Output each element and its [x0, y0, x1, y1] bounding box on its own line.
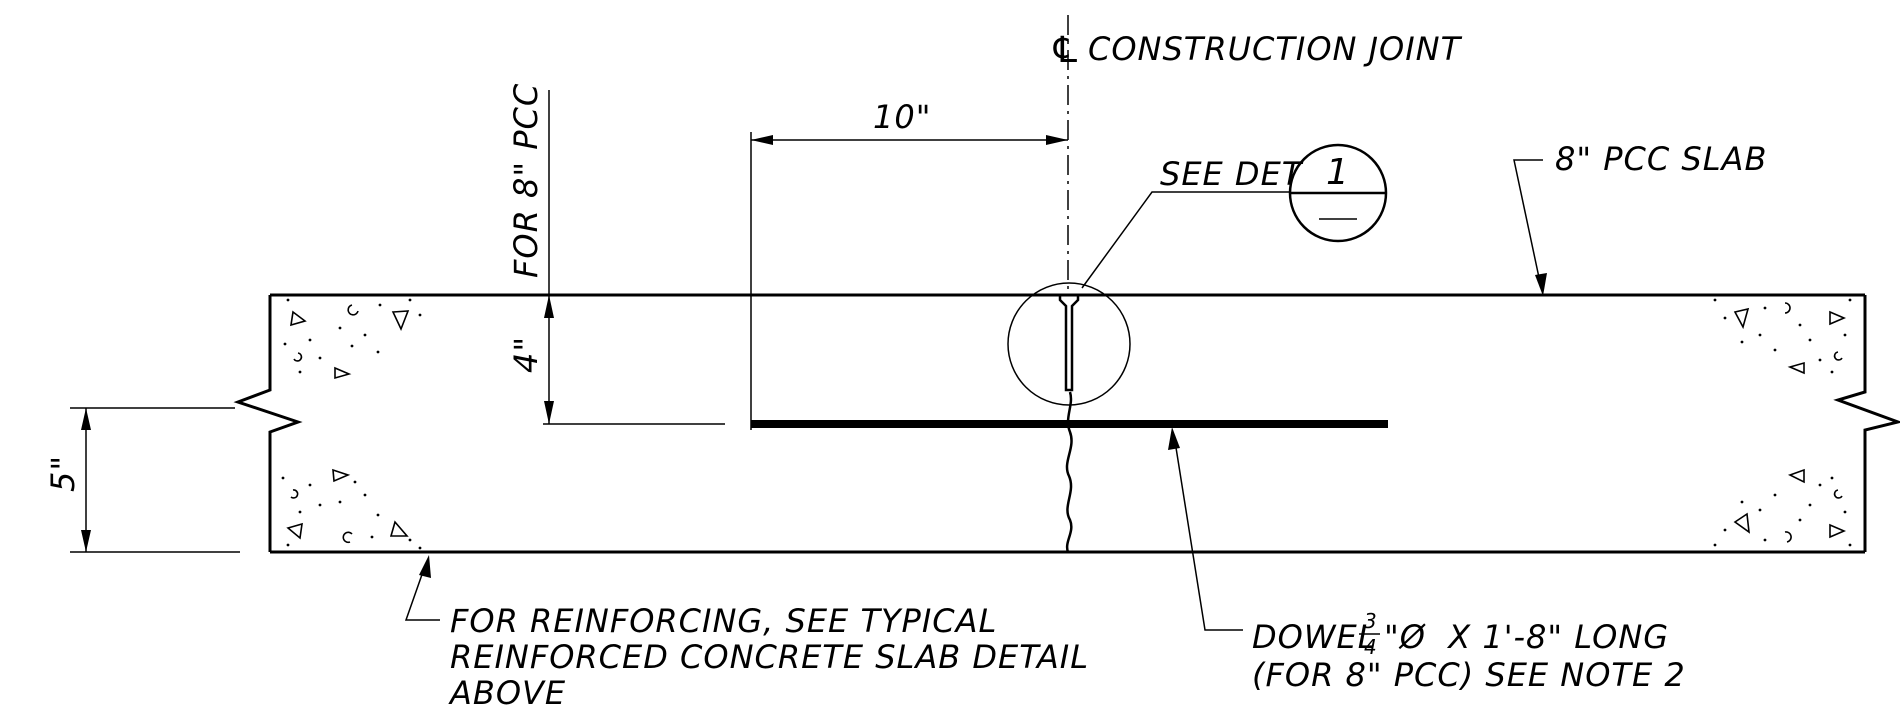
reinforcing-note-line2: REINFORCED CONCRETE SLAB DETAIL	[450, 638, 1089, 676]
dowel-note-suffix: "Ø X 1'-8" LONG	[1384, 618, 1669, 656]
see-det-label: SEE DET	[1160, 155, 1304, 193]
dowel-note-prefix: DOWEL	[1252, 618, 1377, 656]
reinforcing-note-line1: FOR REINFORCING, SEE TYPICAL	[450, 602, 997, 640]
joint-groove	[1058, 295, 1080, 392]
for-8in-pcc-label: FOR 8" PCC	[507, 83, 545, 278]
dowel-fraction-numerator: 3	[1364, 609, 1378, 633]
slab-leader	[1513, 159, 1547, 296]
detail-callout-circle	[1007, 282, 1131, 406]
concrete-hatch-bottom-left	[281, 468, 422, 550]
dimension-10in	[750, 132, 1068, 430]
detail-number: 1	[1326, 152, 1350, 193]
concrete-hatch-top-right	[1713, 298, 1852, 375]
crack-line	[1065, 391, 1073, 553]
dimension-5in	[70, 407, 240, 553]
centerline-symbol: ℄	[1053, 30, 1078, 71]
concrete-hatch-bottom-right	[1713, 468, 1852, 547]
construction-joint-label: CONSTRUCTION JOINT	[1088, 30, 1463, 68]
see-detail-leader	[1081, 143, 1388, 289]
slab-label: 8" PCC SLAB	[1555, 140, 1767, 178]
dowel-fraction-denominator: 4	[1364, 635, 1378, 659]
concrete-hatch-top-left	[283, 298, 422, 380]
dowel-note-line2: (FOR 8" PCC) SEE NOTE 2	[1252, 656, 1686, 694]
dimension-10in-label: 10"	[873, 98, 931, 136]
dimension-4in	[543, 90, 725, 425]
dowel-leader	[1168, 427, 1243, 631]
reinforcing-note-line3: ABOVE	[448, 674, 566, 712]
dimension-4in-label: 4"	[507, 336, 545, 373]
reinforcing-leader	[404, 555, 440, 621]
dimension-5in-label: 5"	[44, 455, 82, 492]
